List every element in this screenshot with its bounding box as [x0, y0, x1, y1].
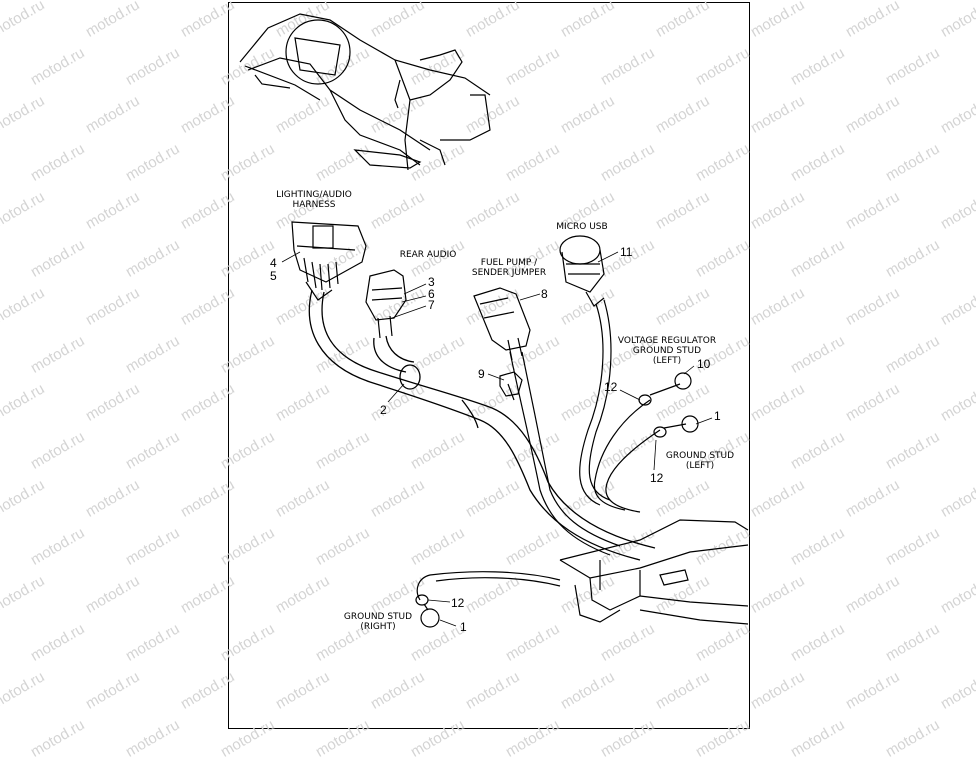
wiring-illustration	[239, 13, 749, 628]
label-fuel-pump-sender-jumper: FUEL PUMP / SENDER JUMPER	[471, 258, 547, 278]
callout-6: 6	[428, 287, 435, 301]
callout-11: 11	[620, 245, 633, 259]
label-rear-audio: REAR AUDIO	[399, 250, 457, 260]
frame-bracket	[559, 519, 749, 625]
label-lighting-audio-harness: LIGHTING/AUDIO HARNESS	[276, 190, 352, 210]
callout-12-voltage-regulator: 12	[604, 380, 618, 394]
micro-usb-connector	[559, 235, 605, 307]
callout-9: 9	[478, 367, 485, 381]
callout-12-left: 12	[650, 471, 664, 485]
callout-10: 10	[697, 357, 711, 371]
label-ground-stud-right: GROUND STUD (RIGHT)	[343, 612, 413, 632]
label-voltage-regulator-ground-stud: VOLTAGE REGULATOR GROUND STUD (LEFT)	[617, 336, 717, 366]
callout-8: 8	[541, 287, 548, 301]
callout-4: 4	[270, 256, 277, 270]
callout-1-left: 1	[714, 409, 721, 423]
label-micro-usb: MICRO USB	[556, 222, 608, 232]
callout-12-right: 12	[451, 596, 465, 610]
callout-5: 5	[270, 269, 277, 283]
ground-wires-left	[593, 372, 699, 513]
callout-3: 3	[428, 275, 435, 289]
leader-lines	[281, 251, 713, 627]
ground-wire-right	[415, 571, 561, 628]
callout-2: 2	[380, 403, 387, 417]
connector-9	[499, 371, 523, 401]
callout-1-right: 1	[460, 620, 467, 634]
fuel-pump-connector	[473, 287, 531, 361]
motorcycle-frame-thumbnail	[239, 13, 491, 171]
rear-audio-connector	[365, 269, 407, 339]
lighting-audio-connector	[291, 221, 367, 301]
main-harness-bundle	[308, 289, 656, 561]
label-ground-stud-left: GROUND STUD (LEFT)	[665, 451, 735, 471]
connector-leads	[509, 299, 621, 556]
callout-7: 7	[428, 298, 435, 312]
